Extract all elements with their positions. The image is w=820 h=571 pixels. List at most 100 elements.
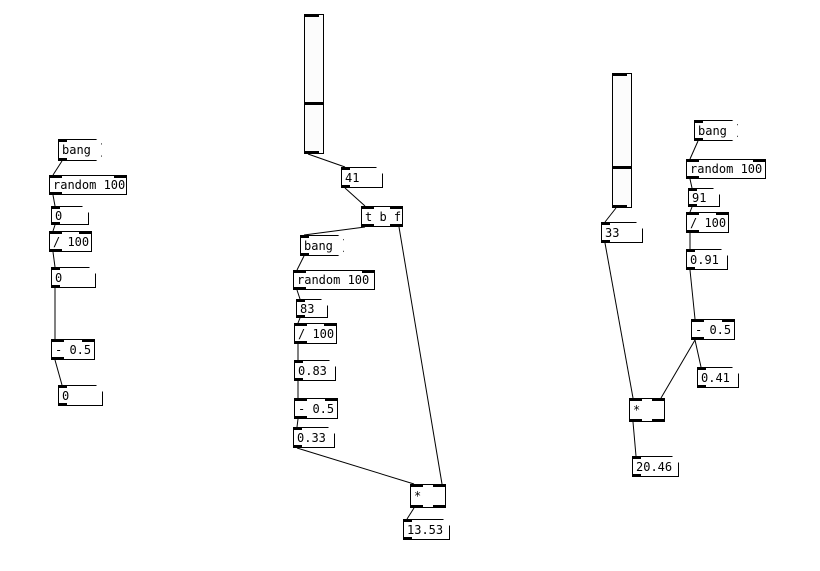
inlet-left bbox=[52, 206, 60, 209]
box-label: 0.83 bbox=[298, 363, 327, 378]
inlet-left bbox=[411, 484, 423, 487]
box-label: t b f bbox=[365, 209, 402, 224]
patch-cord[interactable] bbox=[344, 187, 366, 207]
inlet-right bbox=[433, 484, 445, 487]
slider-outlet bbox=[305, 151, 319, 154]
number-box-r-num091[interactable]: 0.91 bbox=[686, 249, 728, 270]
patch-cord[interactable] bbox=[689, 140, 699, 160]
box-label: - 0.5 bbox=[298, 401, 335, 416]
slider-inlet bbox=[305, 14, 319, 17]
number-box-r-num91[interactable]: 91 bbox=[688, 188, 720, 207]
inlet-left bbox=[295, 360, 303, 363]
number-box-m-num083[interactable]: 0.83 bbox=[294, 360, 336, 381]
outlet-left bbox=[698, 385, 706, 388]
patch-cord[interactable] bbox=[604, 207, 617, 223]
outlet-left bbox=[52, 357, 64, 360]
patch-cord[interactable] bbox=[52, 160, 63, 176]
outlet-left bbox=[59, 403, 67, 406]
patch-cord[interactable] bbox=[632, 421, 637, 457]
object-box-m-random[interactable]: random 100 bbox=[293, 270, 375, 290]
outlet-left bbox=[689, 204, 697, 207]
patch-cord[interactable] bbox=[296, 255, 305, 271]
patch-cord[interactable] bbox=[398, 226, 443, 485]
vertical-slider-m-slider[interactable] bbox=[304, 14, 324, 154]
box-label: 83 bbox=[300, 301, 315, 316]
inlet-left bbox=[698, 367, 706, 370]
patch-cord[interactable] bbox=[660, 339, 696, 399]
slider-knob[interactable] bbox=[305, 102, 323, 105]
message-box-m-bang[interactable]: bang bbox=[300, 235, 344, 256]
number-box-r-result[interactable]: 20.46 bbox=[632, 456, 679, 477]
number-box-m-num83[interactable]: 83 bbox=[296, 299, 328, 318]
box-label: 0 bbox=[55, 208, 63, 223]
object-box-l-div[interactable]: / 100 bbox=[49, 231, 92, 252]
outlet-left bbox=[404, 537, 412, 540]
inlet-right bbox=[716, 212, 728, 215]
box-label: / 100 bbox=[53, 234, 90, 249]
outlet-right bbox=[652, 419, 664, 422]
object-box-l-sub[interactable]: - 0.5 bbox=[51, 339, 95, 360]
inlet-left bbox=[50, 175, 62, 178]
object-box-m-div[interactable]: / 100 bbox=[294, 323, 337, 344]
outlet-left bbox=[297, 315, 305, 318]
number-box-l-num3[interactable]: 0 bbox=[58, 385, 103, 406]
patch-cord[interactable] bbox=[604, 242, 634, 399]
inlet-right bbox=[362, 270, 374, 273]
vertical-slider-r-slider[interactable] bbox=[612, 73, 632, 208]
patch-cord[interactable] bbox=[296, 447, 415, 485]
inlet-right bbox=[652, 398, 664, 401]
patch-cord[interactable] bbox=[689, 269, 696, 320]
outlet-left bbox=[342, 185, 350, 188]
outlet-left bbox=[687, 230, 699, 233]
outlet-left bbox=[294, 445, 302, 448]
number-box-r-num041[interactable]: 0.41 bbox=[697, 367, 739, 388]
object-box-r-div[interactable]: / 100 bbox=[686, 212, 729, 233]
patch-cord[interactable] bbox=[54, 359, 63, 386]
number-box-r-num33[interactable]: 33 bbox=[601, 222, 643, 243]
patch-cord[interactable] bbox=[296, 418, 299, 428]
inlet-left bbox=[695, 120, 703, 123]
object-box-l-random[interactable]: random 100 bbox=[49, 175, 127, 195]
inlet-left bbox=[687, 159, 699, 162]
outlet-left bbox=[630, 419, 642, 422]
patch-cord[interactable] bbox=[307, 153, 346, 168]
patch-cord[interactable] bbox=[694, 339, 702, 368]
box-label: - 0.5 bbox=[55, 342, 92, 357]
number-box-m-num033[interactable]: 0.33 bbox=[293, 427, 335, 448]
object-box-r-mult[interactable]: * bbox=[629, 398, 665, 422]
patch-cord[interactable] bbox=[52, 251, 56, 268]
slider-knob[interactable] bbox=[613, 166, 631, 169]
inlet-left bbox=[294, 427, 302, 430]
inlet-left bbox=[602, 222, 610, 225]
inlet-right bbox=[722, 319, 734, 322]
number-box-l-num2[interactable]: 0 bbox=[51, 267, 96, 288]
number-box-m-num41[interactable]: 41 bbox=[341, 167, 383, 188]
inlet-right bbox=[79, 231, 91, 234]
message-box-r-bang[interactable]: bang bbox=[694, 120, 738, 141]
patch-cord[interactable] bbox=[296, 289, 301, 300]
box-label: * bbox=[633, 403, 641, 417]
outlet-left bbox=[362, 224, 374, 227]
patch-cord[interactable] bbox=[303, 226, 366, 236]
box-label: random 100 bbox=[297, 273, 370, 287]
inlet-left bbox=[633, 456, 641, 459]
slider-inlet bbox=[613, 73, 627, 76]
number-box-l-num1[interactable]: 0 bbox=[51, 206, 89, 225]
number-box-m-result[interactable]: 13.53 bbox=[403, 519, 450, 540]
object-box-r-sub[interactable]: - 0.5 bbox=[691, 319, 735, 340]
inlet-left bbox=[52, 339, 64, 342]
object-box-r-random[interactable]: random 100 bbox=[686, 159, 766, 179]
box-label: bang bbox=[698, 123, 727, 138]
box-label: random 100 bbox=[690, 162, 763, 176]
inlet-right bbox=[325, 398, 337, 401]
patch-cord[interactable] bbox=[52, 194, 56, 207]
slider-outlet bbox=[613, 205, 627, 208]
patch-cord[interactable] bbox=[406, 507, 415, 520]
message-box-l-bang[interactable]: bang bbox=[58, 139, 102, 161]
patch-cord[interactable] bbox=[689, 178, 693, 189]
object-box-m-tbf[interactable]: t b f bbox=[361, 206, 403, 227]
object-box-m-sub[interactable]: - 0.5 bbox=[294, 398, 338, 419]
inlet-right bbox=[114, 175, 126, 178]
object-box-m-mult[interactable]: * bbox=[410, 484, 446, 508]
